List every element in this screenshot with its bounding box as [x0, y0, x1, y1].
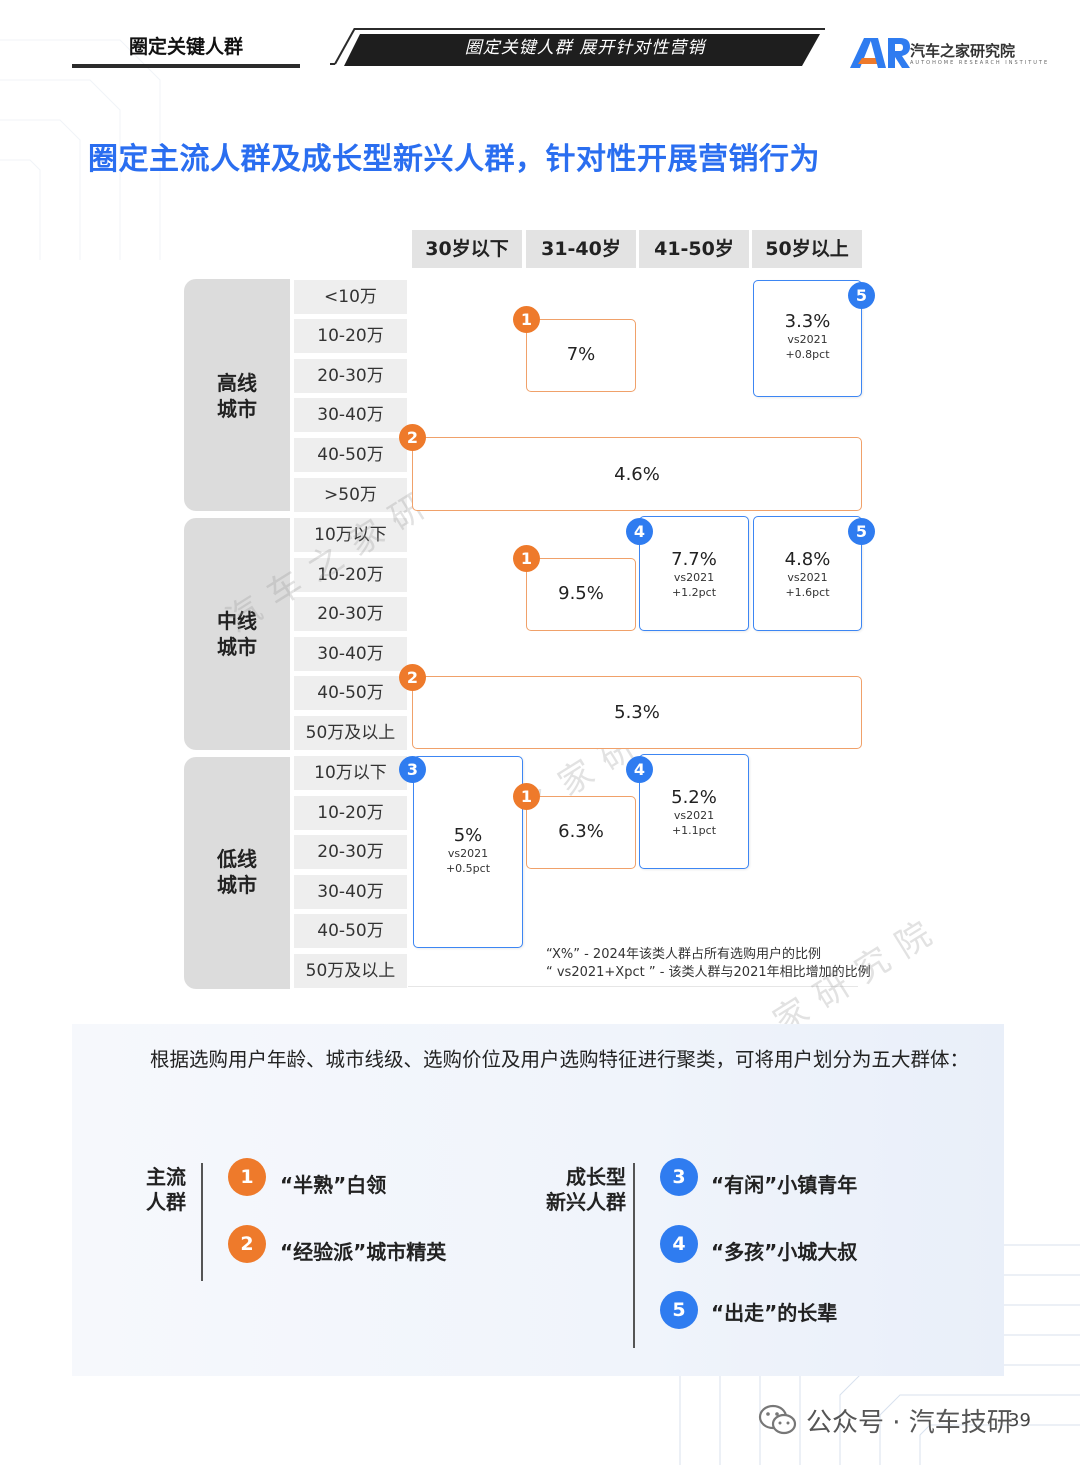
divider-growth [633, 1163, 635, 1348]
segment-badge-4: 4 [626, 518, 653, 545]
income-low-4: 40-50万 [294, 914, 407, 948]
city-block-high [184, 279, 290, 511]
logo-subtitle: AUTOHOME RESEARCH INSTITUTE [910, 60, 1050, 66]
group-name-1: “半熟”白领 [280, 1173, 387, 1197]
wechat-icon [758, 1404, 797, 1435]
income-mid-1: 10-20万 [294, 558, 407, 592]
segment-badge-2: 2 [399, 424, 426, 451]
legend-note-vs2021: “ vs2021+Xpct ” - 该类人群与2021年相比增加的比例 [546, 965, 871, 980]
segment-box-mid-4: 7.7% vs2021 +1.2pct [639, 516, 749, 631]
group-badge-5: 5 [660, 1291, 698, 1329]
income-low-5: 50万及以上 [294, 954, 407, 988]
segment-badge-3: 3 [399, 756, 426, 783]
income-mid-5: 50万及以上 [294, 716, 407, 750]
section-title: 圈定关键人群 [72, 28, 300, 68]
footer-account: 公众号 · 汽车技研 [806, 1408, 1013, 1438]
group-badge-1: 1 [228, 1158, 266, 1196]
group-title-growth: 成长型新兴人群 [546, 1165, 626, 1214]
income-low-1: 10-20万 [294, 796, 407, 830]
logo-name: 汽车之家研究院 [910, 42, 1016, 60]
income-mid-0: 10万以下 [294, 518, 407, 552]
income-high-4: 40-50万 [294, 438, 407, 472]
income-high-1: 10-20万 [294, 319, 407, 353]
city-block-low [184, 757, 290, 989]
income-low-2: 20-30万 [294, 835, 407, 869]
segment-box-low-4: 5.2% vs2021 +1.1pct [639, 754, 749, 869]
group-name-5: “出走”的长辈 [711, 1301, 838, 1325]
income-low-0: 10万以下 [294, 756, 407, 790]
page-title: 圈定主流人群及成长型新兴人群，针对性开展营销行为 [88, 142, 820, 177]
segment-badge-1: 1 [513, 783, 540, 810]
city-block-mid [184, 518, 290, 750]
group-name-4: “多孩”小城大叔 [711, 1240, 858, 1264]
segment-badge-1: 1 [513, 306, 540, 333]
income-mid-2: 20-30万 [294, 597, 407, 631]
segment-badge-5: 5 [848, 282, 875, 309]
income-low-3: 30-40万 [294, 875, 407, 909]
segment-box-mid-5: 4.8% vs2021 +1.6pct [753, 516, 862, 631]
segment-badge-2: 2 [399, 664, 426, 691]
segment-box-high-1: 7% [526, 319, 636, 392]
city-label-high: 高线城市 [217, 371, 257, 421]
summary-panel [72, 1024, 1004, 1376]
background-pattern-top [0, 39, 161, 260]
segment-box-high-5: 3.3% vs2021 +0.8pct [753, 280, 862, 397]
age-header-over50: 50岁以上 [752, 230, 862, 268]
group-badge-4: 4 [660, 1225, 698, 1263]
grid-bottom-line [408, 986, 858, 987]
group-name-2: “经验派”城市精英 [280, 1240, 447, 1264]
legend-note-percent: “X%” - 2024年该类人群占所有选购用户的比例 [546, 947, 822, 962]
segment-badge-4: 4 [626, 756, 653, 783]
segment-box-high-2: 4.6% [412, 437, 862, 511]
autohome-logo-icon [850, 38, 910, 68]
income-high-3: 30-40万 [294, 398, 407, 432]
age-header-under30: 30岁以下 [412, 230, 522, 268]
header-tagline: 圈定关键人群 展开针对性营销 [464, 38, 706, 58]
income-high-5: >50万 [294, 478, 407, 512]
segment-box-mid-1: 9.5% [526, 558, 636, 631]
income-mid-3: 30-40万 [294, 637, 407, 671]
income-mid-4: 40-50万 [294, 676, 407, 710]
city-label-mid: 中线城市 [217, 609, 257, 659]
group-title-main: 主流人群 [146, 1165, 186, 1214]
income-high-2: 20-30万 [294, 359, 407, 393]
segment-box-low-1: 6.3% [526, 796, 636, 869]
income-high-0: <10万 [294, 280, 407, 314]
city-label-low: 低线城市 [217, 847, 257, 897]
segment-box-low-3: 5% vs2021 +0.5pct [413, 756, 523, 948]
segment-badge-1: 1 [513, 545, 540, 572]
divider-main [201, 1163, 203, 1281]
summary-text: 根据选购用户年龄、城市线级、选购价位及用户选购特征进行聚类，可将用户划分为五大群… [150, 1048, 970, 1071]
segment-box-mid-2: 5.3% [412, 676, 862, 749]
segment-badge-5: 5 [848, 518, 875, 545]
group-badge-3: 3 [660, 1158, 698, 1196]
age-header-41-50: 41-50岁 [639, 230, 749, 268]
group-name-3: “有闲”小镇青年 [711, 1173, 858, 1197]
age-header-31-40: 31-40岁 [526, 230, 636, 268]
page-number: 39 [1008, 1410, 1031, 1431]
header-banner [330, 28, 825, 66]
group-badge-2: 2 [228, 1225, 266, 1263]
